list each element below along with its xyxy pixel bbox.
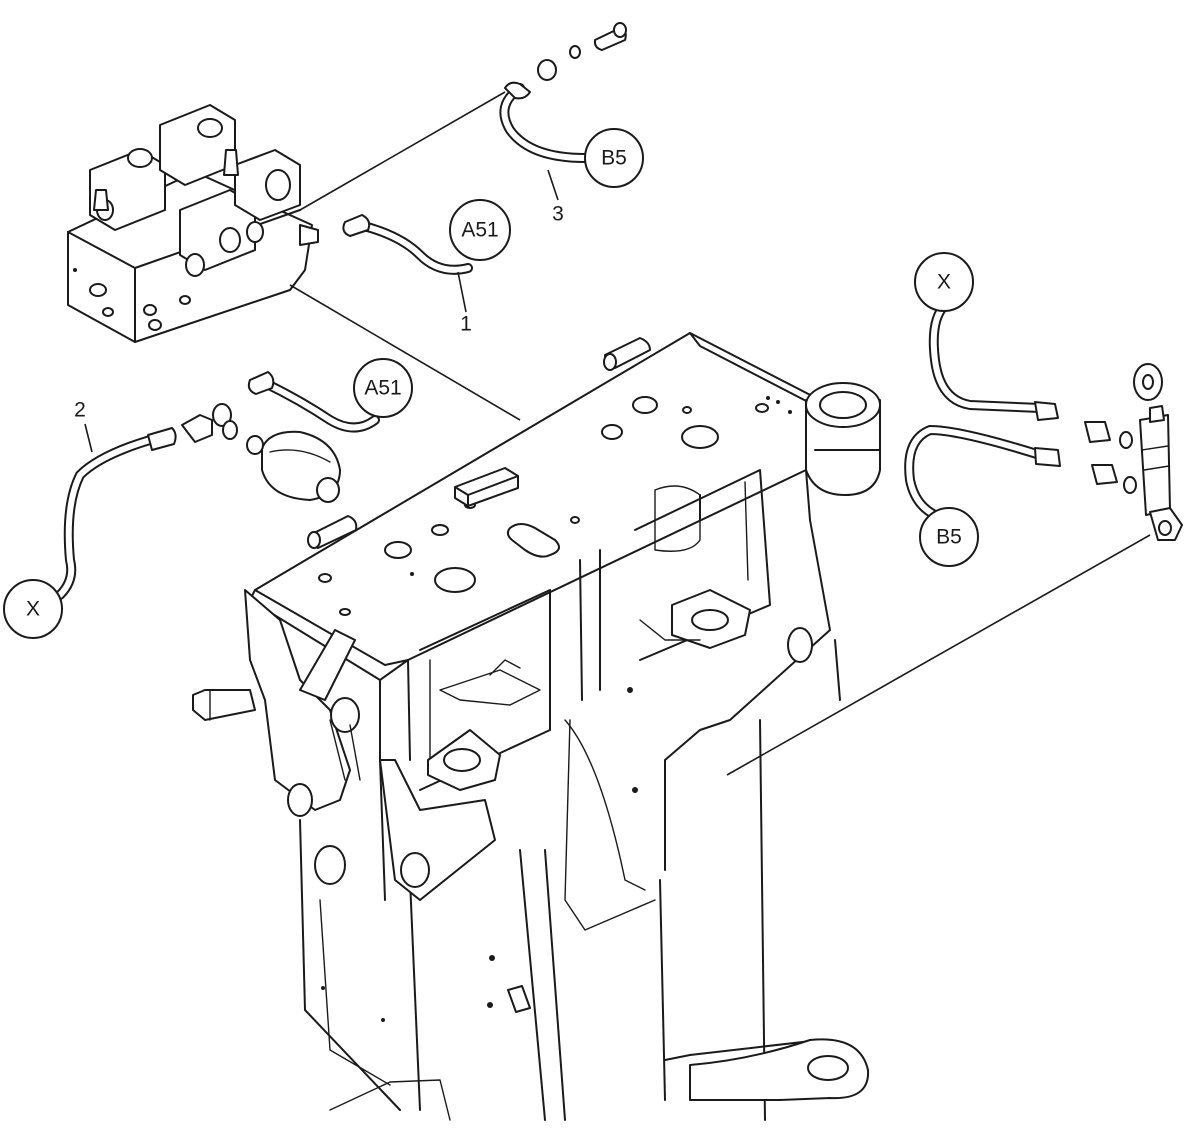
callout-b5-right: B5 — [919, 507, 979, 567]
item-number-1: 1 — [460, 313, 472, 336]
callout-label: B5 — [936, 526, 962, 549]
item-number-2: 2 — [74, 399, 86, 422]
callout-label: X — [937, 271, 951, 294]
callout-a51-lower: A51 — [353, 358, 413, 418]
valve-block — [67, 104, 319, 343]
hoses — [55, 22, 1183, 600]
callout-label: X — [26, 598, 40, 621]
callout-x-right: X — [914, 252, 974, 312]
item-number-3: 3 — [552, 203, 564, 226]
leader-lines — [84, 91, 1151, 776]
callout-x-left: X — [3, 579, 63, 639]
callout-label: A51 — [364, 377, 401, 400]
callout-label: B5 — [601, 147, 627, 170]
callout-b5-upper: B5 — [584, 128, 644, 188]
callout-label: A51 — [461, 219, 498, 242]
callout-a51-upper: A51 — [449, 199, 511, 261]
main-frame — [192, 332, 881, 1121]
